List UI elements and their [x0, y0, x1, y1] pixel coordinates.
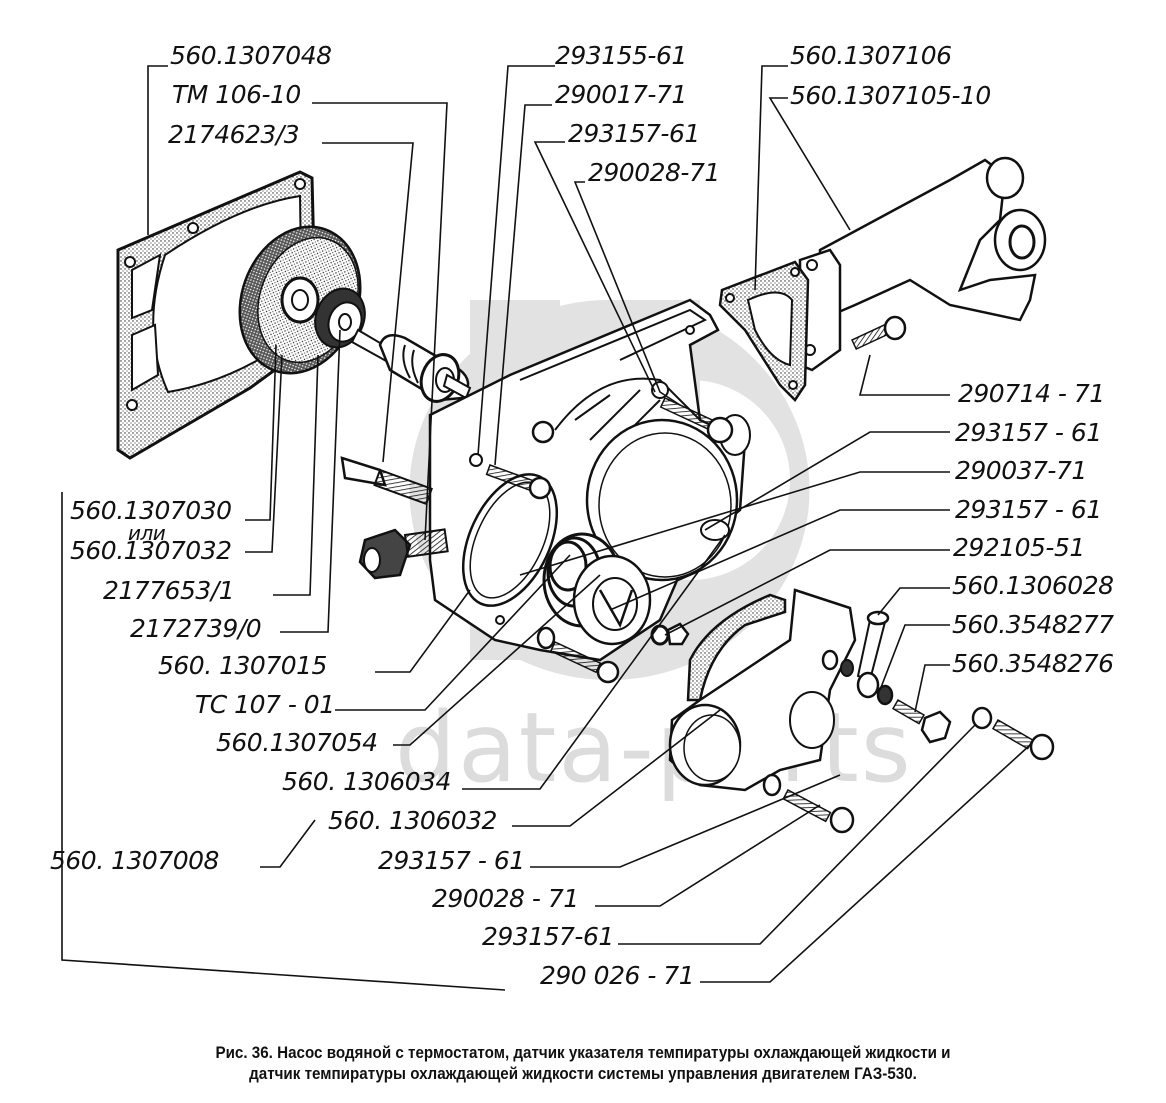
impeller [238, 225, 366, 375]
callout-293157-61-r1: 293157 - 61 [955, 418, 1102, 447]
callout-290037-71: 290037-71 [955, 456, 1087, 485]
leader-lines [61, 65, 1031, 991]
outlet-pipe [668, 588, 857, 792]
callout-293157-61-b2: 293157-61 [482, 922, 614, 951]
caption-line-1: Рис. 36. Насос водяной с термостатом, да… [215, 1044, 951, 1062]
callout-560-1307105-10: 560.1307105-10 [790, 81, 991, 110]
callout-560-1307048: 560.1307048 [170, 41, 332, 70]
callout-560-3548276: 560.3548276 [952, 649, 1114, 678]
callout-293157-61-top: 293157-61 [568, 119, 700, 148]
callout-560-1306028: 560.1306028 [952, 571, 1114, 600]
outlet-gasket [686, 593, 787, 702]
inlet-pipe [798, 156, 1047, 372]
callout-560-3548277: 560.3548277 [952, 610, 1114, 639]
callout-2177653-1: 2177653/1 [103, 576, 235, 605]
callout-290026-71: 290 026 - 71 [540, 961, 695, 990]
inlet-bolt [851, 315, 907, 351]
callout-tm-106-10: ТМ 106-10 [172, 80, 301, 109]
shaft-bearing [350, 328, 472, 403]
callout-2172739-0: 2172739/0 [130, 614, 262, 643]
callout-293155-61: 293155-61 [555, 41, 687, 70]
callout-560-1306034: 560. 1306034 [282, 767, 451, 796]
callout-or: или [128, 521, 166, 545]
callout-293157-61-r2: 293157 - 61 [955, 495, 1102, 524]
callout-560-1307054: 560.1307054 [216, 728, 378, 757]
callout-560-1307106: 560.1307106 [790, 41, 952, 70]
outlet-fasteners [762, 684, 1055, 834]
callout-290017-71: 290017-71 [555, 80, 687, 109]
figure-caption: Рис. 36. Насос водяной с термостатом, да… [47, 1043, 1120, 1085]
inlet-gasket [718, 260, 810, 402]
callout-290714-71: 290714 - 71 [958, 379, 1105, 408]
callout-tc-107-01: ТС 107 - 01 [195, 690, 335, 719]
callout-292105-51: 292105-51 [953, 533, 1085, 562]
callout-560-1307008: 560. 1307008 [50, 846, 219, 875]
callout-560-1307030: 560.1307030 [70, 496, 232, 525]
thermostat [542, 532, 652, 646]
callout-560-1307032: 560.1307032 [70, 536, 232, 565]
callout-2174623-3: 2174623/3 [168, 120, 300, 149]
callout-290028-71-b: 290028 - 71 [432, 884, 579, 913]
bypass-tube [856, 610, 890, 699]
callout-560-1307015: 560. 1307015 [158, 651, 327, 680]
caption-line-2: датчик темпиратуры охлаждающей жидкости … [249, 1065, 917, 1083]
callout-290028-71-top: 290028-71 [588, 158, 720, 187]
thermostat-cover [585, 414, 751, 582]
callout-293157-61-b1: 293157 - 61 [378, 846, 525, 875]
temp-sensors [340, 456, 449, 580]
callout-560-1306032: 560. 1306032 [328, 806, 497, 835]
